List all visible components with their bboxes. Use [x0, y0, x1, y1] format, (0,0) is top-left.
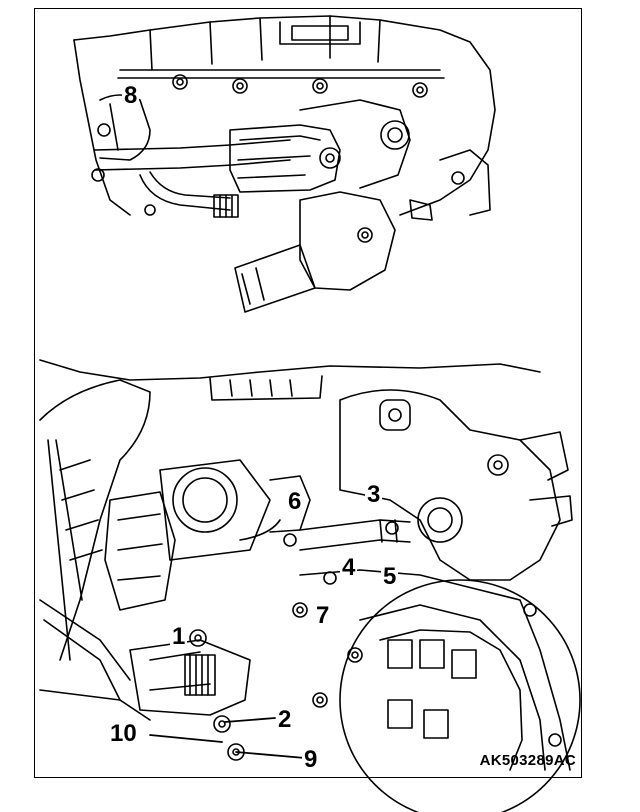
top-detail-view — [73, 15, 496, 313]
callout-2: 2 — [276, 706, 294, 733]
callout-7: 7 — [314, 602, 332, 629]
figure-code: AK503289AC — [479, 752, 576, 769]
callout-8: 8 — [122, 82, 140, 109]
callout-1: 1 — [170, 623, 188, 650]
callout-4: 4 — [340, 554, 358, 581]
callout-5: 5 — [381, 563, 399, 590]
callout-9: 9 — [302, 746, 320, 773]
callout-10: 10 — [108, 720, 139, 747]
callout-3: 3 — [365, 481, 383, 508]
bottom-main-view — [39, 359, 581, 812]
callout-6: 6 — [286, 488, 304, 515]
